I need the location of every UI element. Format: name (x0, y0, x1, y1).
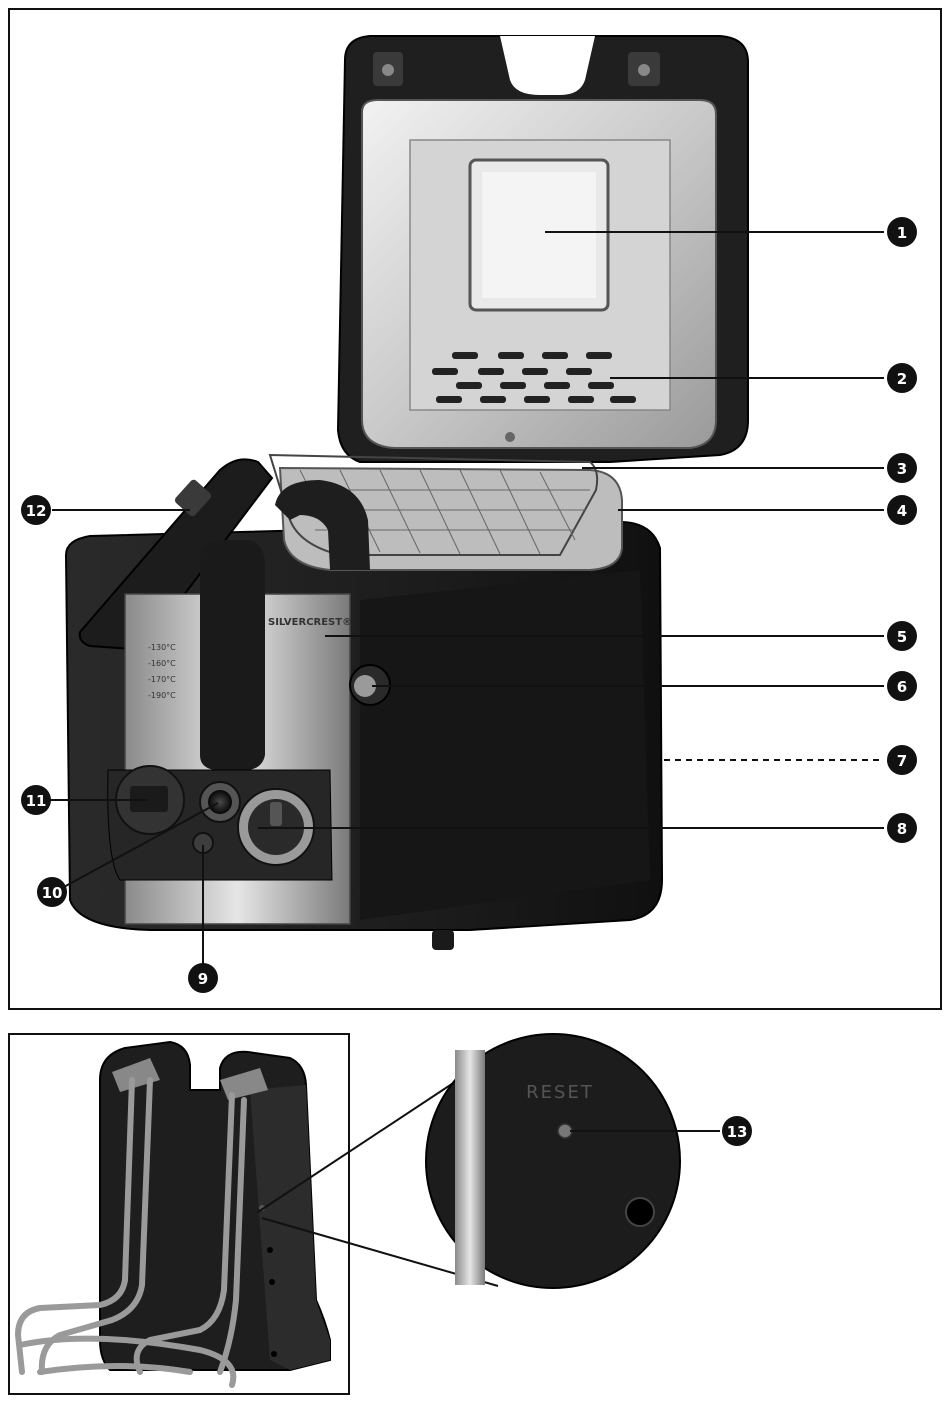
svg-text:13: 13 (727, 1123, 748, 1141)
temperature-mark: -190°C (148, 691, 176, 700)
reset-button[interactable] (557, 1123, 573, 1139)
basket-bracket (275, 480, 370, 570)
callout-badge-10: 10 (37, 877, 67, 907)
handle-release-button[interactable] (173, 478, 212, 518)
callout-badge-12: 12 (21, 495, 51, 525)
svg-text:5: 5 (897, 628, 907, 646)
callout-badge-1: 1 (887, 217, 917, 247)
callout-badge-8: 8 (887, 813, 917, 843)
callout-badge-7: 7 (887, 745, 917, 775)
body-side-shade (360, 570, 650, 920)
knob-grip (270, 802, 282, 826)
zoom-tube (455, 1050, 485, 1285)
foot (432, 930, 454, 950)
hinge-screw-icon (382, 64, 394, 76)
svg-text:4: 4 (897, 502, 907, 520)
svg-text:9: 9 (198, 970, 208, 988)
callout-lines (44, 231, 884, 965)
reset-zoom-detail: RESET (425, 1033, 681, 1289)
svg-text:6: 6 (897, 678, 907, 696)
callout-line-10 (61, 802, 219, 889)
fryer-illustration: SILVERCREST® -130°C -160°C -170°C -190°C (64, 35, 749, 950)
lid-notch (500, 36, 595, 95)
side-hole (271, 1351, 277, 1357)
main-panel-frame (8, 8, 942, 1010)
callout-badge-4: 4 (887, 495, 917, 525)
svg-text:10: 10 (42, 884, 63, 902)
callout-badge-5: 5 (887, 621, 917, 651)
indicator-light (208, 790, 232, 814)
heating-element-tubes (14, 1077, 247, 1388)
callout-badge-9: 9 (188, 963, 218, 993)
temperature-mark: -170°C (148, 675, 176, 684)
svg-text:1: 1 (897, 224, 907, 242)
hinge-screw-icon (638, 64, 650, 76)
mount-bracket-right (220, 1068, 268, 1100)
callout-badge-13: 13 (722, 1116, 752, 1146)
power-switch[interactable] (130, 786, 168, 812)
svg-text:8: 8 (897, 820, 907, 838)
reset-label: RESET (526, 1082, 594, 1103)
zoom-circle (425, 1033, 681, 1289)
temperature-mark: -160°C (148, 659, 176, 668)
callout-badge-3: 3 (887, 453, 917, 483)
viewing-window-glass (482, 172, 596, 298)
svg-text:3: 3 (897, 460, 907, 478)
side-hole (267, 1247, 273, 1253)
side-hole (269, 1279, 275, 1285)
callout-badge-6: 6 (887, 671, 917, 701)
callout-badge-11: 11 (21, 785, 51, 815)
temperature-table: -130°C -160°C -170°C -190°C (148, 643, 176, 700)
control-unit-side (250, 1085, 330, 1370)
svg-text:11: 11 (26, 792, 47, 810)
callout-badge-2: 2 (887, 363, 917, 393)
filter-vents (432, 352, 636, 403)
screw-icon (505, 432, 515, 442)
temperature-mark: -130°C (148, 643, 176, 652)
handle-slot (200, 540, 265, 770)
zoom-line-upper (257, 1071, 471, 1213)
svg-text:7: 7 (897, 752, 907, 770)
heating-element-illustration (14, 1040, 331, 1388)
lid-release-button[interactable] (354, 675, 376, 697)
detail-panel-frame (8, 1033, 350, 1395)
zoom-hole (625, 1197, 655, 1227)
brand-logo: SILVERCREST® (268, 617, 352, 628)
svg-text:12: 12 (26, 502, 47, 520)
svg-text:2: 2 (897, 370, 907, 388)
